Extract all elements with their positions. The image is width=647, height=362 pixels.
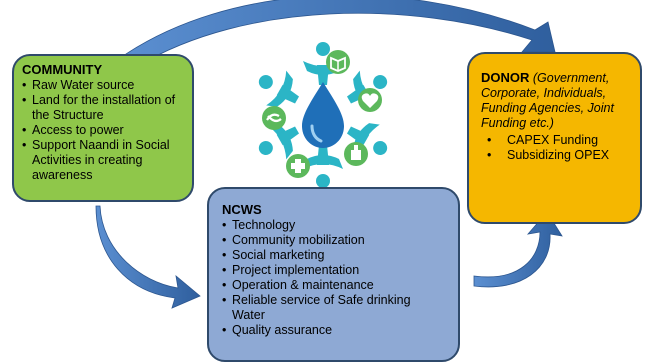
ncws-title: NCWS xyxy=(222,202,262,217)
plus-icon xyxy=(286,154,310,178)
water-drop-icon xyxy=(302,82,344,148)
list-item: Access to power xyxy=(22,123,184,138)
list-item: CAPEX Funding xyxy=(481,133,632,148)
donor-heading: DONOR (Government, Corporate, Individual… xyxy=(481,70,632,131)
list-item: Support Naandi in Social Activities in c… xyxy=(22,138,184,183)
list-item: Project implementation xyxy=(222,263,446,278)
people-ring xyxy=(249,42,397,188)
book-icon xyxy=(326,50,350,74)
donor-box: DONOR (Government, Corporate, Individual… xyxy=(467,52,642,224)
community-list: Raw Water source Land for the installati… xyxy=(22,78,184,183)
heart-icon xyxy=(358,88,382,112)
community-title: COMMUNITY xyxy=(22,62,103,77)
list-item: Raw Water source xyxy=(22,78,184,93)
hands-icon xyxy=(262,106,286,130)
donor-title: DONOR xyxy=(481,70,530,85)
list-item: Quality assurance xyxy=(222,323,446,338)
building-icon xyxy=(344,142,368,166)
logo xyxy=(249,42,397,188)
donor-list: CAPEX Funding Subsidizing OPEX xyxy=(481,133,632,163)
ncws-box: NCWS Technology Community mobilization S… xyxy=(207,187,460,362)
list-item: Technology xyxy=(222,218,446,233)
list-item: Reliable service of Safe drinking Water xyxy=(222,293,446,323)
list-item: Subsidizing OPEX xyxy=(481,148,632,163)
list-item: Community mobilization xyxy=(222,233,446,248)
ncws-list: Technology Community mobilization Social… xyxy=(222,218,446,338)
list-item: Social marketing xyxy=(222,248,446,263)
list-item: Land for the installation of the Structu… xyxy=(22,93,184,123)
arrow-ncws-to-donor xyxy=(473,211,563,288)
community-box: COMMUNITY Raw Water source Land for the … xyxy=(12,54,194,202)
list-item: Operation & maintenance xyxy=(222,278,446,293)
arrow-community-to-ncws xyxy=(95,205,201,309)
donor-subtitle: (Government, Corporate, Individuals, Fun… xyxy=(481,71,614,130)
